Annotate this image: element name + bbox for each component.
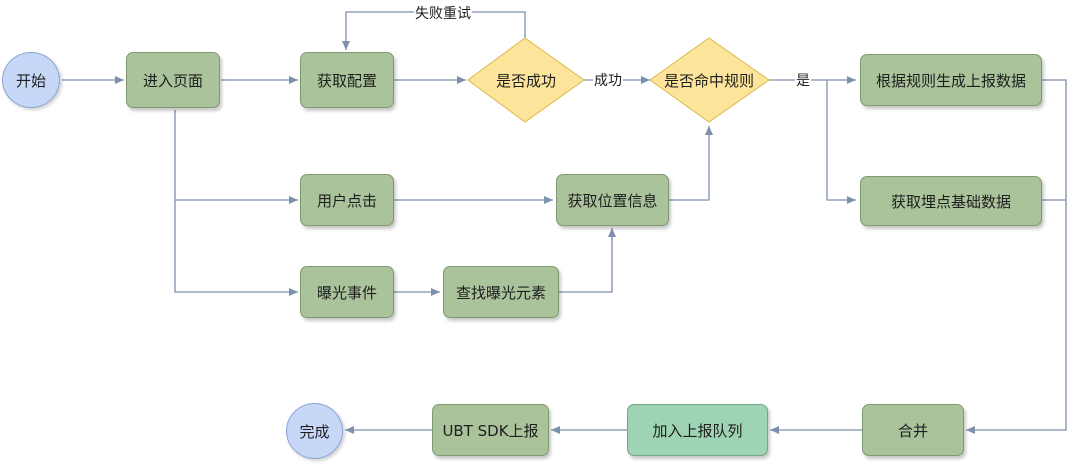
get-position-node: 获取位置信息 [556,174,669,226]
generate-report-data-label: 根据规则生成上报数据 [875,71,1026,90]
ubt-report-node: UBT SDK上报 [432,404,549,456]
enter-page-label: 进入页面 [142,71,203,90]
success-check-diamond [467,37,585,123]
success-edge-label: 成功 [593,70,623,90]
user-click-label: 用户点击 [316,191,377,210]
rule-check-label: 是否命中规则 [663,71,754,90]
merge-node: 合并 [862,404,964,456]
merge-label: 合并 [897,421,928,440]
add-queue-label: 加入上报队列 [652,421,743,440]
fail-retry-label: 失败重试 [414,3,472,23]
edge-generate-to-merge [966,79,1067,434]
edge-rule-yes-to-base-data [826,80,856,204]
user-click-node: 用户点击 [300,174,394,226]
add-queue-node: 加入上报队列 [627,404,768,456]
edge-find-to-position [559,228,616,293]
exposure-event-node: 曝光事件 [300,266,394,318]
ubt-report-label: UBT SDK上报 [442,421,539,440]
success-check-label: 是否成功 [495,71,556,90]
generate-report-data-node: 根据规则生成上报数据 [860,54,1042,106]
get-base-data-node: 获取埋点基础数据 [860,176,1042,226]
get-config-label: 获取配置 [316,71,377,90]
done-node: 完成 [286,403,343,459]
get-config-node: 获取配置 [300,52,394,108]
done-label: 完成 [299,422,330,441]
enter-page-node: 进入页面 [126,52,220,108]
exposure-event-label: 曝光事件 [316,283,377,302]
start-label: 开始 [15,71,46,90]
find-exposure-element-label: 查找曝光元素 [455,283,546,302]
get-base-data-label: 获取埋点基础数据 [890,192,1011,211]
edge-enter-to-user-click [174,110,298,204]
find-exposure-element-node: 查找曝光元素 [443,266,559,318]
get-position-label: 获取位置信息 [567,191,658,210]
rule-check-diamond [649,37,770,123]
start-node: 开始 [2,52,60,108]
edge-enter-to-exposure [174,200,298,296]
yes-edge-label: 是 [795,70,811,90]
edge-position-to-rule-check [669,126,713,201]
